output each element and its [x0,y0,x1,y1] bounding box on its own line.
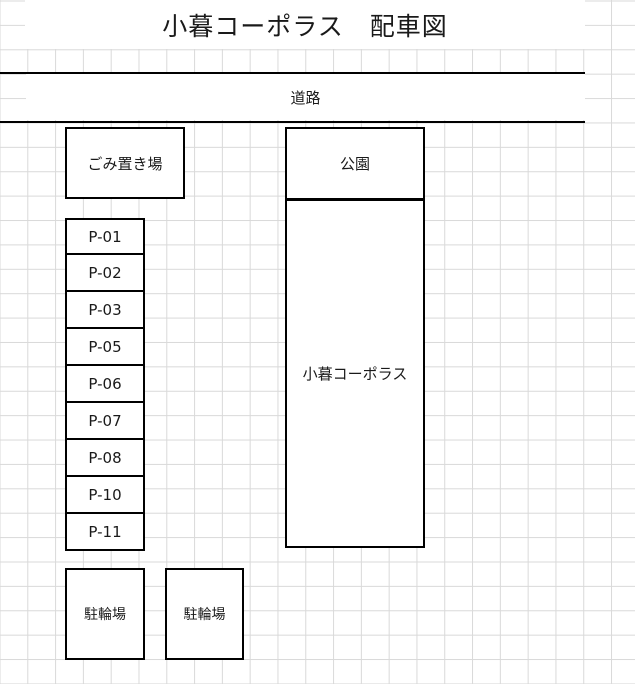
parking-stall-p-08[interactable]: P-08 [65,440,145,477]
parking-stall-p-11[interactable]: P-11 [65,514,145,551]
bicycle-parking-label: 駐輪場 [84,607,126,623]
parking-stall-label: P-02 [88,263,122,282]
parking-stall-label: P-10 [88,485,122,504]
bicycle-parking-label: 駐輪場 [183,607,226,623]
parking-stall-p-03[interactable]: P-03 [65,292,145,329]
page-title: 小暮コーポラス 配車図 [162,11,448,41]
parking-stall-label: P-11 [88,522,122,541]
road-upper-edge [0,72,585,74]
bicycle-parking-box-1[interactable]: 駐輪場 [65,568,145,660]
parking-stall-label: P-08 [88,448,122,467]
building-label: 小暮コーポラス [302,365,408,383]
parking-stall-p-10[interactable]: P-10 [65,477,145,514]
parking-stall-label: P-03 [88,300,122,319]
park-box[interactable]: 公園 [285,127,425,200]
parking-stall-label: P-01 [88,227,122,246]
building-box[interactable]: 小暮コーポラス [285,199,425,548]
parking-stall-label: P-07 [88,411,122,430]
parking-stall-p-02[interactable]: P-02 [65,255,145,292]
parking-stall-p-01[interactable]: P-01 [65,218,145,255]
garbage-area-label: ごみ置き場 [87,154,163,173]
park-label: 公園 [339,155,370,173]
bicycle-parking-box-2[interactable]: 駐輪場 [165,568,244,660]
parking-stall-p-06[interactable]: P-06 [65,366,145,403]
parking-stall-p-07[interactable]: P-07 [65,403,145,440]
road-label: 道路 [290,88,321,107]
road-band: 道路 [26,74,585,120]
parking-stall-p-05[interactable]: P-05 [65,329,145,366]
road-lower-edge [0,121,585,123]
garbage-area-box[interactable]: ごみ置き場 [65,127,185,199]
parking-stall-label: P-05 [88,337,122,356]
parking-stall-label: P-06 [88,374,122,393]
title-cell: 小暮コーポラス 配車図 [25,0,585,49]
